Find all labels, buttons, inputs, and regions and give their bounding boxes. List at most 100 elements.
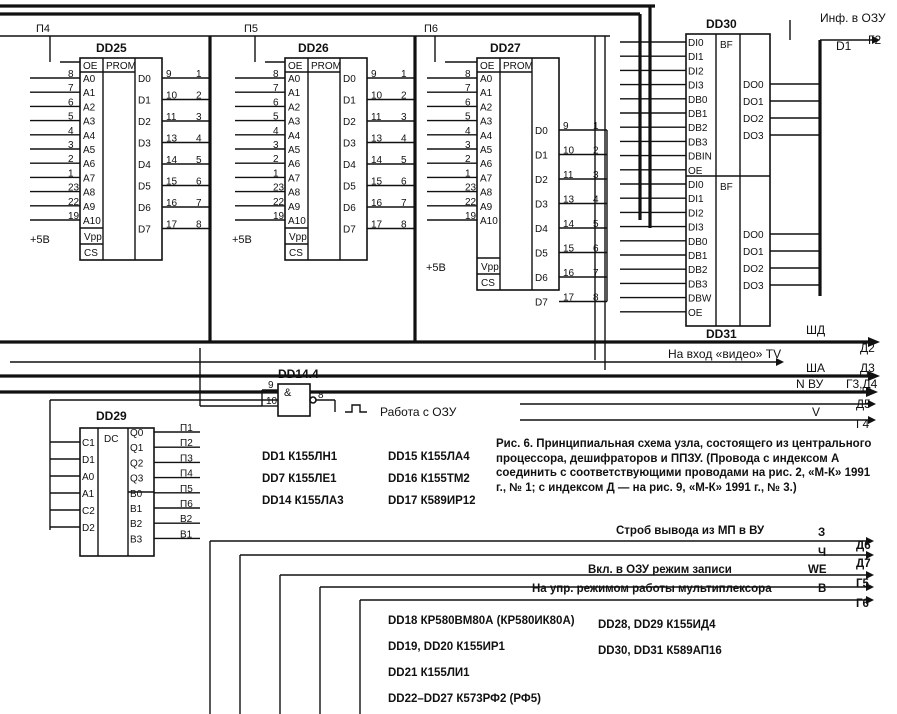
pin-number: 6 — [273, 97, 279, 108]
data-pin-label: D1 — [343, 96, 356, 107]
data-pin-label: D7 — [138, 225, 151, 236]
pin-number: 2 — [401, 91, 407, 102]
nvu-label: N ВУ — [796, 377, 824, 391]
pin-number: 14 — [166, 155, 178, 166]
addr-pin-label: A6 — [83, 159, 96, 170]
signal-label-mux: На упр. режимом работы мультиплексора — [532, 583, 772, 595]
dd31-pin-label: DB2 — [688, 265, 708, 276]
pin-number: 8 — [196, 220, 202, 231]
dd30-pin-label: DI0 — [688, 38, 704, 49]
chip-dd30-dd31: DD30 DD31 BF BF — [685, 17, 771, 341]
dd27-title: DD27 — [490, 41, 521, 55]
pin-number: 16 — [166, 198, 178, 209]
pin-number: 13 — [563, 195, 575, 206]
pin-number: 22 — [465, 197, 477, 208]
dd31-title: DD31 — [706, 327, 737, 341]
data-pin-label: D7 — [535, 298, 548, 309]
dd31-out-label: DO1 — [743, 247, 764, 258]
data-pin-label: D5 — [343, 182, 356, 193]
addr-pin-label: A6 — [288, 159, 301, 170]
pin-number: 1 — [593, 121, 599, 132]
dd27-prom: PROM — [503, 61, 533, 72]
addr-pin-label: A2 — [83, 102, 96, 113]
pin-number: 16 — [563, 268, 575, 279]
data-pin-label: D0 — [535, 126, 548, 137]
pin-number: 5 — [68, 112, 74, 123]
pin-number: 2 — [196, 91, 202, 102]
addr-pin-label: A10 — [288, 216, 306, 227]
pin-number: 5 — [401, 155, 407, 166]
chip-dd27: DD27 OE PROM Vpp CS +5В — [426, 41, 560, 291]
dd29-in-label: D1 — [82, 455, 95, 466]
pin-number: 14 — [371, 155, 383, 166]
pin-number: 7 — [68, 83, 74, 94]
signal-label-strobe: Строб вывода из МП в ВУ — [616, 525, 765, 537]
signal-code-z: З — [818, 527, 826, 539]
dd29-out-name: П3 — [180, 453, 193, 464]
data-pin-label: D4 — [535, 224, 548, 235]
pin-number: 8 — [68, 69, 74, 80]
pin-number: 4 — [68, 126, 74, 137]
parts-list-a: DD1 К155ЛН1 DD7 К155ЛЕ1 DD14 К155ЛА3 — [262, 446, 344, 512]
pin-number: 22 — [68, 197, 80, 208]
pin-number: 14 — [563, 219, 575, 230]
data-pin-label: D4 — [343, 160, 356, 171]
dd30-bf: BF — [720, 40, 733, 51]
dd25-title: DD25 — [96, 41, 127, 55]
part-row: DD22–DD27 К573РФ2 (РФ5) — [388, 693, 541, 705]
addr-pin-label: A9 — [480, 202, 493, 213]
pin-number: 4 — [273, 126, 279, 137]
part-row: DD15 К155ЛА4 — [388, 451, 470, 463]
dd26-vpp: Vpp — [289, 232, 307, 243]
addr-pin-label: A4 — [83, 131, 96, 142]
dd30-pin-label: DB0 — [688, 95, 708, 106]
data-pin-label: D4 — [138, 160, 151, 171]
part-row: DD18 КР580ВМ80А (КР580ИК80А) — [388, 615, 575, 627]
pin-number: 8 — [273, 69, 279, 80]
pin-number: 5 — [593, 219, 599, 230]
pin-number: 6 — [465, 97, 471, 108]
signal-dest-d6: Д6 — [856, 540, 871, 552]
pin-number: 3 — [401, 112, 407, 123]
pin-number: 13 — [166, 134, 178, 145]
data-pin-label: D5 — [535, 249, 548, 260]
dd29-out-name: П6 — [180, 499, 193, 510]
pin-number: 2 — [593, 146, 599, 157]
g2-label: Г2 — [868, 33, 881, 47]
pin-number: 7 — [593, 268, 599, 279]
pin-number: 13 — [371, 134, 383, 145]
dd29-out-name: П1 — [180, 423, 193, 434]
dd25-cs: CS — [84, 248, 98, 259]
addr-pin-label: A7 — [480, 173, 493, 184]
pin-number: 9 — [166, 69, 172, 80]
part-row: DD28, DD29 К155ИД4 — [598, 619, 716, 631]
addr-pin-label: A8 — [83, 188, 96, 199]
chip-dd25: DD25 OE PROM Vpp CS +5В — [30, 41, 163, 261]
pin-number: 7 — [273, 83, 279, 94]
dd26-plus5: +5В — [232, 234, 252, 246]
dd29-in-label: A0 — [82, 472, 95, 483]
pin-number: 23 — [465, 183, 477, 194]
part-row: DD19, DD20 К155ИР1 — [388, 641, 505, 653]
dd27-cs: CS — [481, 278, 495, 289]
chip-dd26: DD26 OE PROM Vpp CS +5В — [232, 41, 368, 261]
part-row: DD17 К589ИР12 — [388, 495, 476, 507]
dd29-out-label: Q2 — [130, 458, 144, 469]
pin-number: 9 — [371, 69, 377, 80]
dd29-in-label: D2 — [82, 523, 95, 534]
parts-list-d: DD28, DD29 К155ИД4 DD30, DD31 К589АП16 — [598, 612, 722, 664]
pin-number: 4 — [196, 134, 202, 145]
addr-pin-label: A7 — [288, 173, 301, 184]
dd29-in-label: C2 — [82, 506, 95, 517]
dd29-in-label: A1 — [82, 489, 95, 500]
data-pin-label: D5 — [138, 182, 151, 193]
dd30-pin-label: DI1 — [688, 52, 704, 63]
pin-number: 1 — [273, 168, 279, 179]
addr-pin-label: A9 — [288, 202, 301, 213]
signal-label-we: Вкл. в ОЗУ режим записи — [588, 564, 732, 576]
dd30-title: DD30 — [706, 17, 737, 31]
data-pin-label: D3 — [535, 200, 548, 211]
addr-pin-label: A5 — [288, 145, 301, 156]
pin-number: 4 — [593, 195, 599, 206]
